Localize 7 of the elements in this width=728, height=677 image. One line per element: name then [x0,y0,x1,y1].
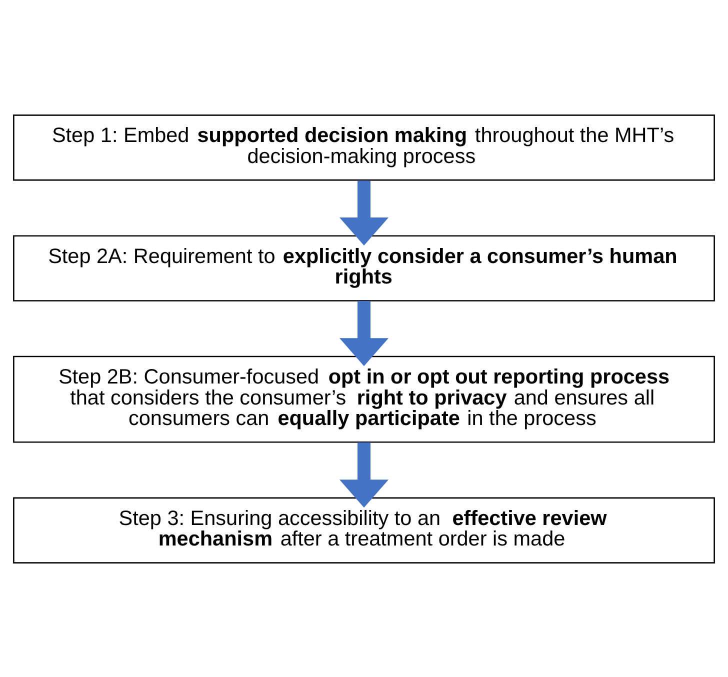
node-box: Step 2B: Consumer-focused opt in or opt out reporting process that considers the consumer’s right to privacy and ensures all consumers can equally participate in the process [13,355,715,442]
arrow [340,300,389,366]
arrow [340,180,389,246]
arrow [340,442,389,508]
node-box: Step 1: Embed supported decision making throughout the MHT’s decision-making process [13,114,715,180]
node-box: Step 2A: Requirement to explicitly consider a consumer’s human rights [13,234,715,301]
node-box: Step 3: Ensuring accessibility to an effective review mechanism after a treatment order is made [13,496,715,563]
